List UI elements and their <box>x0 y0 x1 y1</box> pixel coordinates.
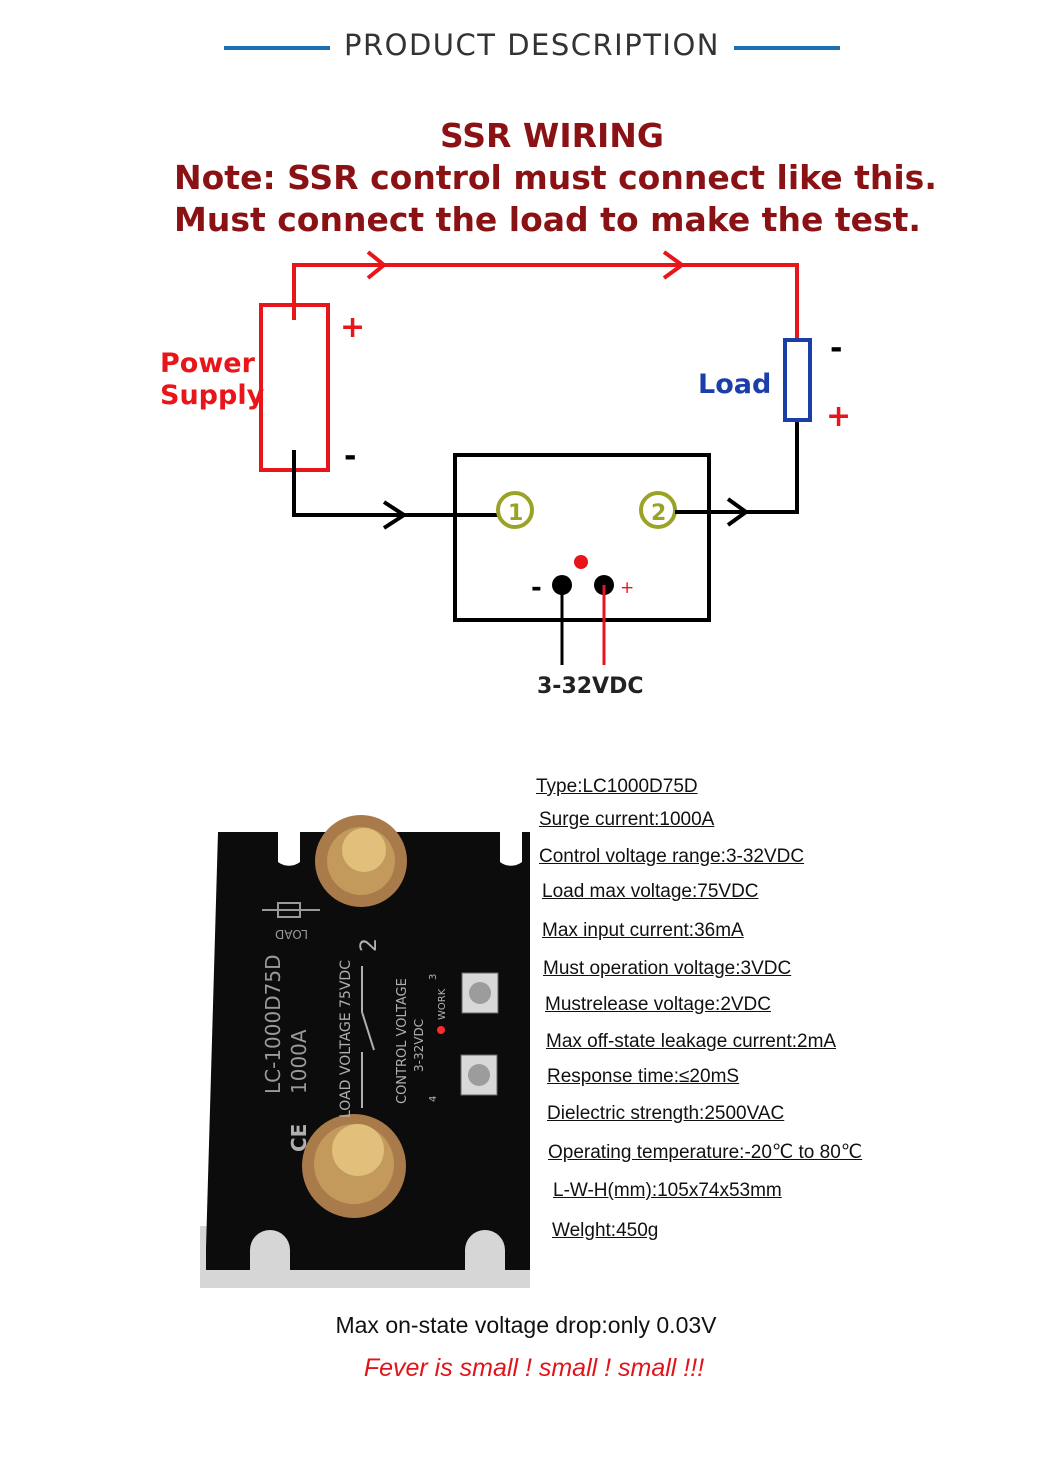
positive-wire <box>292 263 799 340</box>
pin-3-mark: 3 <box>428 974 439 980</box>
work-led <box>574 555 588 569</box>
spec-item: Mustrelease voltage:2VDC <box>545 994 771 1015</box>
load-mark: LOAD <box>275 927 308 941</box>
control-plus: + <box>620 578 634 598</box>
spec-item: Max input current:36mA <box>542 920 744 941</box>
spec-item: Dielectric strength:2500VAC <box>547 1103 785 1124</box>
supply-minus: - <box>344 439 356 474</box>
top-stud-bolt <box>342 828 386 872</box>
control-screw-3-head <box>469 982 491 1004</box>
output-wire <box>675 420 799 514</box>
control-range-mark: 3-32VDC <box>412 1019 426 1072</box>
terminal-2-label: 2 <box>651 501 666 526</box>
voltage-drop-note: Max on-state voltage drop:only 0.03V <box>335 1312 717 1338</box>
spec-item: Control voltage range:3-32VDC <box>539 846 805 867</box>
negative-wire <box>292 450 498 517</box>
ssr-body <box>206 832 530 1270</box>
load-voltage-mark: LOAD VOLTAGE 75VDC <box>338 960 354 1118</box>
spec-item: Max off-state leakage current:2mA <box>546 1031 837 1052</box>
switch-symbol-arm <box>361 1011 375 1051</box>
power-supply-box <box>259 303 330 472</box>
ssr-box <box>453 453 711 622</box>
load-plus: + <box>826 399 851 434</box>
output-arrow <box>726 497 750 527</box>
fever-note: Fever is small ! small ! small !!! <box>363 1354 705 1382</box>
header-rule-left <box>224 46 330 50</box>
spec-item: Load max voltage:75VDC <box>542 881 759 902</box>
terminal-1-label: 1 <box>508 501 523 526</box>
work-led-photo <box>437 1026 445 1034</box>
terminal-2-mark: 2 <box>357 938 382 952</box>
wiring-note-1: Note: SSR control must connect like this… <box>174 158 937 197</box>
negative-arrow <box>382 500 408 530</box>
positive-arrow-1 <box>366 250 388 280</box>
load-box <box>783 338 812 422</box>
terminal-1 <box>496 491 534 529</box>
positive-arrow-2 <box>662 250 686 280</box>
supply-plus: + <box>340 310 365 345</box>
pin-4-mark: 4 <box>428 1096 439 1102</box>
section-header: PRODUCT DESCRIPTION <box>0 24 1060 70</box>
control-screw-4-head <box>468 1064 490 1086</box>
spec-item: Must operation voltage:3VDC <box>543 958 792 979</box>
ssr-product-image: LOAD LC-1000D75D 1000A LOAD VOLTAGE 75VD… <box>200 815 530 1288</box>
load-label: Load <box>698 369 771 400</box>
spec-item: Response time:≤20mS <box>547 1066 740 1087</box>
spec-item: Operating temperature:-20℃ to 80℃ <box>548 1142 863 1163</box>
spec-item: Surge current:1000A <box>539 809 715 830</box>
ce-mark: CE <box>287 1124 311 1152</box>
model-mark: LC-1000D75D <box>261 955 285 1094</box>
power-label-1: Power <box>160 348 256 379</box>
work-mark: WORK <box>437 988 448 1020</box>
power-label-2: Supply <box>160 380 265 411</box>
wiring-note-2: Must connect the load to make the test. <box>174 200 921 239</box>
spec-item: L-W-H(mm):105x74x53mm <box>553 1180 782 1201</box>
spec-item: Type:LC1000D75D <box>536 776 698 797</box>
section-title: PRODUCT DESCRIPTION <box>344 28 720 62</box>
spec-item: Welght:450g <box>552 1220 659 1241</box>
header-rule-right <box>734 46 840 50</box>
control-minus: - <box>531 573 542 603</box>
control-voltage-label: 3-32VDC <box>537 674 644 699</box>
bottom-stud-bolt <box>332 1124 384 1176</box>
wiring-heading: SSR WIRING <box>439 116 665 155</box>
rating-mark: 1000A <box>287 1029 311 1094</box>
control-voltage-mark: CONTROL VOLTAGE <box>395 978 410 1104</box>
load-minus: - <box>830 331 842 366</box>
